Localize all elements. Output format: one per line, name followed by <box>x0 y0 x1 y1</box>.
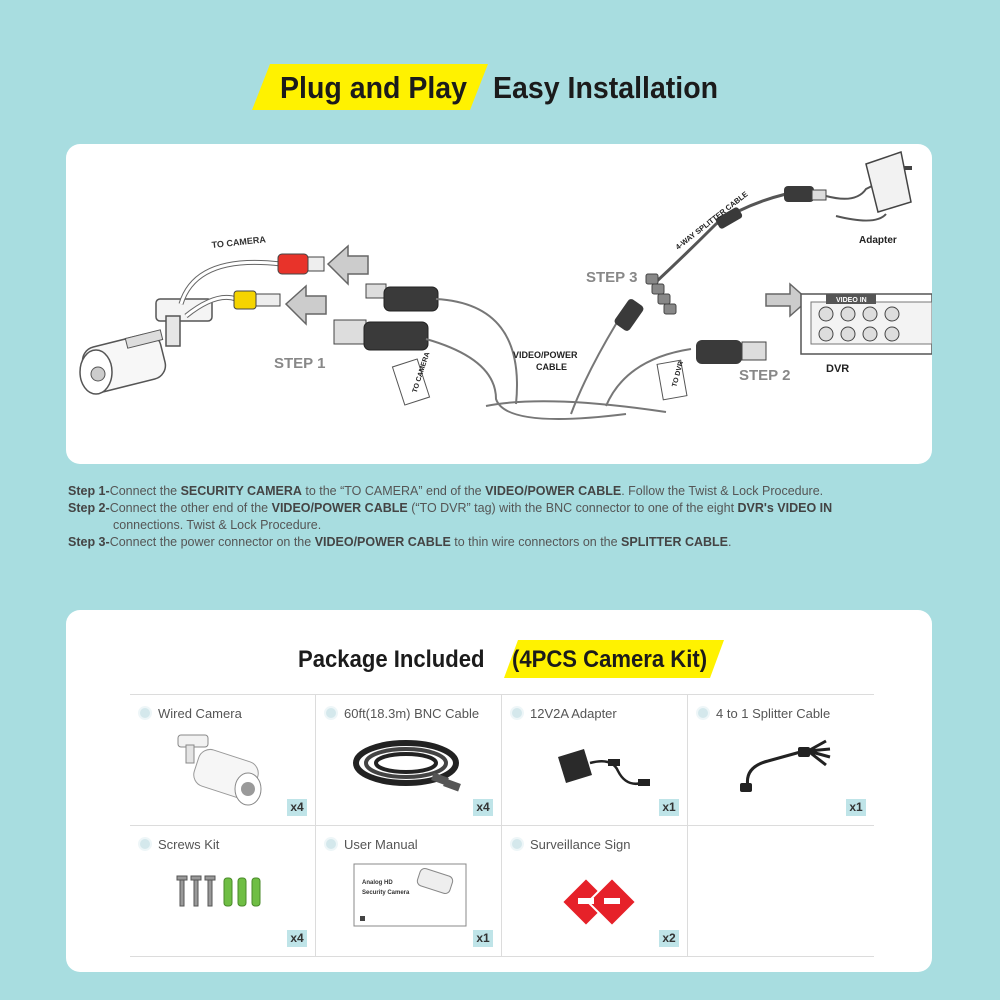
item-label: Wired Camera <box>158 706 242 721</box>
adapter-illustration <box>865 151 912 213</box>
quantity-badge: x1 <box>659 799 679 816</box>
manual-icon: Analog HD Security Camera <box>353 863 467 927</box>
package-item-empty <box>688 826 874 957</box>
manual-cover-line-1: Analog HD <box>362 880 393 886</box>
arrow-left-lower <box>284 284 327 326</box>
item-label: 4 to 1 Splitter Cable <box>716 706 831 721</box>
step2-label: STEP 2 <box>739 367 790 384</box>
package-item-bnc-cable: 60ft(18.3m) BNC Cable x4 <box>316 695 502 826</box>
adapter-label: Adapter <box>859 235 897 246</box>
quantity-badge: x4 <box>287 799 307 816</box>
bullet-icon <box>324 837 338 851</box>
package-item-splitter: 4 to 1 Splitter Cable x1 <box>688 695 874 826</box>
bullet-icon <box>510 706 524 720</box>
bullet-icon <box>324 706 338 720</box>
quantity-badge: x4 <box>473 799 493 816</box>
sign-icon <box>560 876 638 928</box>
camera-illustration <box>79 298 213 395</box>
manual-cover-line-2: Security Camera <box>362 890 410 896</box>
package-panel: Package Included (4PCS Camera Kit) Wired… <box>66 610 932 972</box>
step-3-text: Step 3-Connect the power connector on th… <box>68 535 732 549</box>
step-2-text-continued: connections. Twist & Lock Procedure. <box>113 518 322 532</box>
installation-diagram: TO CAMERA VIDEO/POWER CABLE TO CAMERA TO… <box>79 151 932 420</box>
step-2-text: Step 2-Connect the other end of the VIDE… <box>68 501 833 515</box>
item-label: 12V2A Adapter <box>530 706 617 721</box>
item-label: Screws Kit <box>158 837 220 852</box>
bullet-icon <box>138 837 152 851</box>
package-highlight-text: (4PCS Camera Kit) <box>512 646 708 673</box>
installation-steps: Step 1-Connect the SECURITY CAMERA to th… <box>68 483 938 551</box>
bullet-icon <box>696 706 710 720</box>
item-label: Surveillance Sign <box>530 837 631 852</box>
bullet-icon <box>138 706 152 720</box>
splitter-label: 4-WAY SPLITTER CABLE <box>674 190 750 252</box>
quantity-badge: x2 <box>659 930 679 947</box>
package-item-manual: User Manual Analog HD Security Camera x1 <box>316 826 502 957</box>
quantity-badge: x4 <box>287 930 307 947</box>
arrow-left-upper <box>326 244 369 286</box>
video-in-label: VIDEO IN <box>836 297 867 304</box>
package-item-sign: Surveillance Sign x2 <box>502 826 688 957</box>
dvr-label: DVR <box>826 363 849 375</box>
bullet-icon <box>510 837 524 851</box>
quantity-badge: x1 <box>846 799 866 816</box>
title-rest-text: Easy Installation <box>493 70 719 105</box>
package-title-text: Package Included <box>298 646 485 673</box>
quantity-badge: x1 <box>473 930 493 947</box>
package-grid: Wired Camera x4 60ft(18.3m) BNC Cable x4 <box>130 694 874 957</box>
package-highlight-band <box>504 640 724 678</box>
video-power-label-2: CABLE <box>536 362 567 372</box>
page-title: Plug and Play Easy Installation <box>0 62 1000 114</box>
video-power-label-1: VIDEO/POWER <box>513 350 578 360</box>
package-item-camera: Wired Camera x4 <box>130 695 316 826</box>
item-label: User Manual <box>344 837 418 852</box>
item-label: 60ft(18.3m) BNC Cable <box>344 706 480 721</box>
camera-icon <box>177 734 262 806</box>
title-highlight-text: Plug and Play <box>280 70 468 105</box>
to-camera-label: TO CAMERA <box>211 234 267 250</box>
title-highlight-band <box>252 64 488 110</box>
dvr-illustration <box>800 293 932 355</box>
screws-icon <box>176 875 261 907</box>
step3-label: STEP 3 <box>586 269 637 286</box>
package-item-adapter: 12V2A Adapter x1 <box>502 695 688 826</box>
package-item-screws: Screws Kit x4 <box>130 826 316 957</box>
adapter-icon <box>558 749 650 786</box>
splitter-icon <box>740 739 831 792</box>
package-title: Package Included (4PCS Camera Kit) <box>298 640 798 680</box>
step1-label: STEP 1 <box>274 355 325 372</box>
installation-diagram-panel: TO CAMERA VIDEO/POWER CABLE TO CAMERA TO… <box>66 144 932 464</box>
step-1-text: Step 1-Connect the SECURITY CAMERA to th… <box>68 484 824 498</box>
cable-icon <box>353 740 461 792</box>
